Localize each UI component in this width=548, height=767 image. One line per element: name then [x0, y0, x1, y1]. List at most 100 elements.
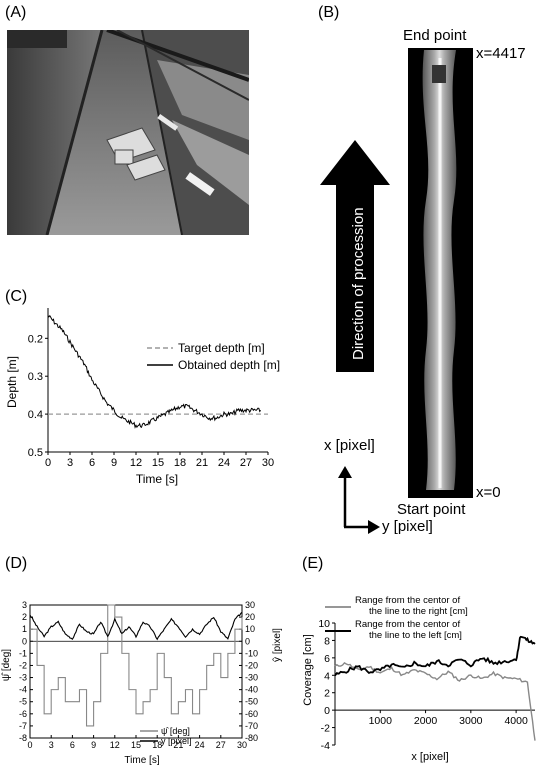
direction-arrow-text: Direction of procession: [350, 207, 367, 360]
d-right-tick-label: -50: [245, 697, 258, 707]
d-right-tick-label: -20: [245, 660, 258, 670]
x-axis-arrowhead: [338, 466, 352, 478]
d-right-tick-label: 0: [245, 636, 250, 646]
c-legend-target: Target depth [m]: [178, 341, 265, 355]
d-right-tick-label: -70: [245, 721, 258, 731]
y-axis-arrowhead: [368, 520, 380, 534]
x-pixel-axis-label: x [pixel]: [324, 437, 375, 454]
c-obtained-depth-line: [47, 314, 262, 429]
c-x-axis-title: Time [s]: [136, 472, 178, 486]
e-y-axis-title: Coverage [cm]: [302, 634, 314, 706]
d-right-tick-label: 10: [245, 624, 255, 634]
e-x-axis-title: x [pixel]: [411, 751, 448, 763]
x-start-label: x=0: [476, 484, 501, 501]
d-x-tick-label: 0: [27, 740, 32, 750]
e-y-tick-label: 10: [318, 618, 330, 630]
d-left-tick-label: -4: [19, 685, 27, 695]
c-x-tick-label: 15: [152, 457, 164, 469]
d-x-tick-label: 30: [237, 740, 247, 750]
d-left-axis-title: ψ̂ [deg]: [0, 649, 12, 681]
experiment-tank-photo: [7, 30, 249, 235]
d-left-tick-label: 1: [22, 624, 27, 634]
d-left-tick-label: -3: [19, 673, 27, 683]
c-y-tick-label: 0.4: [28, 409, 43, 421]
e-y-tick-label: 8: [324, 635, 330, 647]
d-x-tick-label: 27: [216, 740, 226, 750]
d-left-tick-label: -6: [19, 709, 27, 719]
mosaic-panel: Direction of procession End point x=4417…: [300, 0, 540, 540]
d-left-tick-label: -2: [19, 660, 27, 670]
y-pixel-axis-label: y [pixel]: [382, 518, 433, 535]
e-y-tick-label: -2: [321, 723, 330, 735]
e-left-range-line: [334, 635, 536, 677]
e-y-tick-label: 6: [324, 653, 330, 665]
c-x-tick-label: 24: [218, 457, 230, 469]
d-left-tick-label: -5: [19, 697, 27, 707]
d-right-tick-label: 20: [245, 612, 255, 622]
panel-label-a: (A): [5, 4, 27, 21]
e-x-tick-label: 4000: [504, 715, 528, 727]
e-x-tick-label: 2000: [414, 715, 438, 727]
d-plot-frame: [29, 604, 243, 739]
c-x-tick-label: 30: [262, 457, 274, 469]
d-x-tick-label: 24: [195, 740, 205, 750]
c-x-tick-label: 18: [174, 457, 186, 469]
coverage-chart: 1000 2000 3000 4000 10 8 6 4 2 0 -2 -4 Range from t…: [302, 595, 536, 763]
d-x-tick-label: 18: [152, 740, 162, 750]
d-right-axis-title: ŷ [pixel]: [272, 628, 283, 662]
c-y-tick-label: 0.2: [28, 333, 43, 345]
panel-label-e: (E): [302, 555, 324, 572]
c-x-tick-label: 21: [196, 457, 208, 469]
d-right-tick-label: -80: [245, 733, 258, 743]
d-y-line: [29, 611, 243, 641]
c-x-tick-label: 6: [89, 457, 95, 469]
c-y-tick-label: 0.5: [28, 447, 43, 459]
d-x-tick-label: 15: [131, 740, 141, 750]
c-y-axis-title: Depth [m]: [5, 356, 19, 408]
e-right-range-line: [334, 661, 536, 741]
d-x-tick-label: 9: [91, 740, 96, 750]
d-x-axis-title: Time [s]: [124, 755, 159, 766]
d-x-tick-label: 3: [49, 740, 54, 750]
panel-label-d: (D): [5, 555, 28, 572]
x-end-label: x=4417: [476, 45, 526, 62]
c-y-tick-label: 0.3: [28, 371, 43, 383]
panel-label-b: (B): [318, 4, 340, 21]
direction-arrow-icon: [320, 140, 390, 372]
e-y-tick-label: -4: [321, 740, 330, 752]
start-point-label: Start point: [397, 501, 466, 518]
end-point-label: End point: [403, 27, 467, 44]
d-left-tick-label: 0: [22, 636, 27, 646]
c-x-tick-label: 9: [111, 457, 117, 469]
d-left-tick-label: 2: [22, 612, 27, 622]
e-y-tick-label: 2: [324, 688, 330, 700]
d-legend-psi: ψ̂ [deg]: [161, 726, 190, 736]
d-right-tick-label: -60: [245, 709, 258, 719]
c-x-tick-label: 27: [240, 457, 252, 469]
e-x-tick-label: 1000: [369, 715, 393, 727]
panel-label-c: (C): [5, 288, 28, 305]
d-x-tick-label: 21: [173, 740, 183, 750]
e-y-tick-label: 4: [324, 670, 330, 682]
e-y-tick-label: 0: [324, 705, 330, 717]
c-x-tick-label: 12: [130, 457, 142, 469]
d-right-tick-label: -40: [245, 685, 258, 695]
e-x-tick-label: 3000: [459, 715, 483, 727]
d-left-tick-label: -7: [19, 721, 27, 731]
d-x-tick-label: 12: [110, 740, 120, 750]
d-right-tick-label: -30: [245, 673, 258, 683]
d-legend-y: ŷ [pixel]: [161, 736, 192, 746]
mosaic-marker: [432, 65, 446, 83]
d-right-tick-label: -10: [245, 648, 258, 658]
d-left-tick-label: -8: [19, 733, 27, 743]
d-left-tick-label: 3: [22, 600, 27, 610]
d-psi-line: [30, 604, 243, 727]
d-left-tick-label: -1: [19, 648, 27, 658]
c-legend-obtained: Obtained depth [m]: [178, 358, 280, 372]
c-x-tick-label: 3: [67, 457, 73, 469]
d-x-tick-label: 6: [70, 740, 75, 750]
